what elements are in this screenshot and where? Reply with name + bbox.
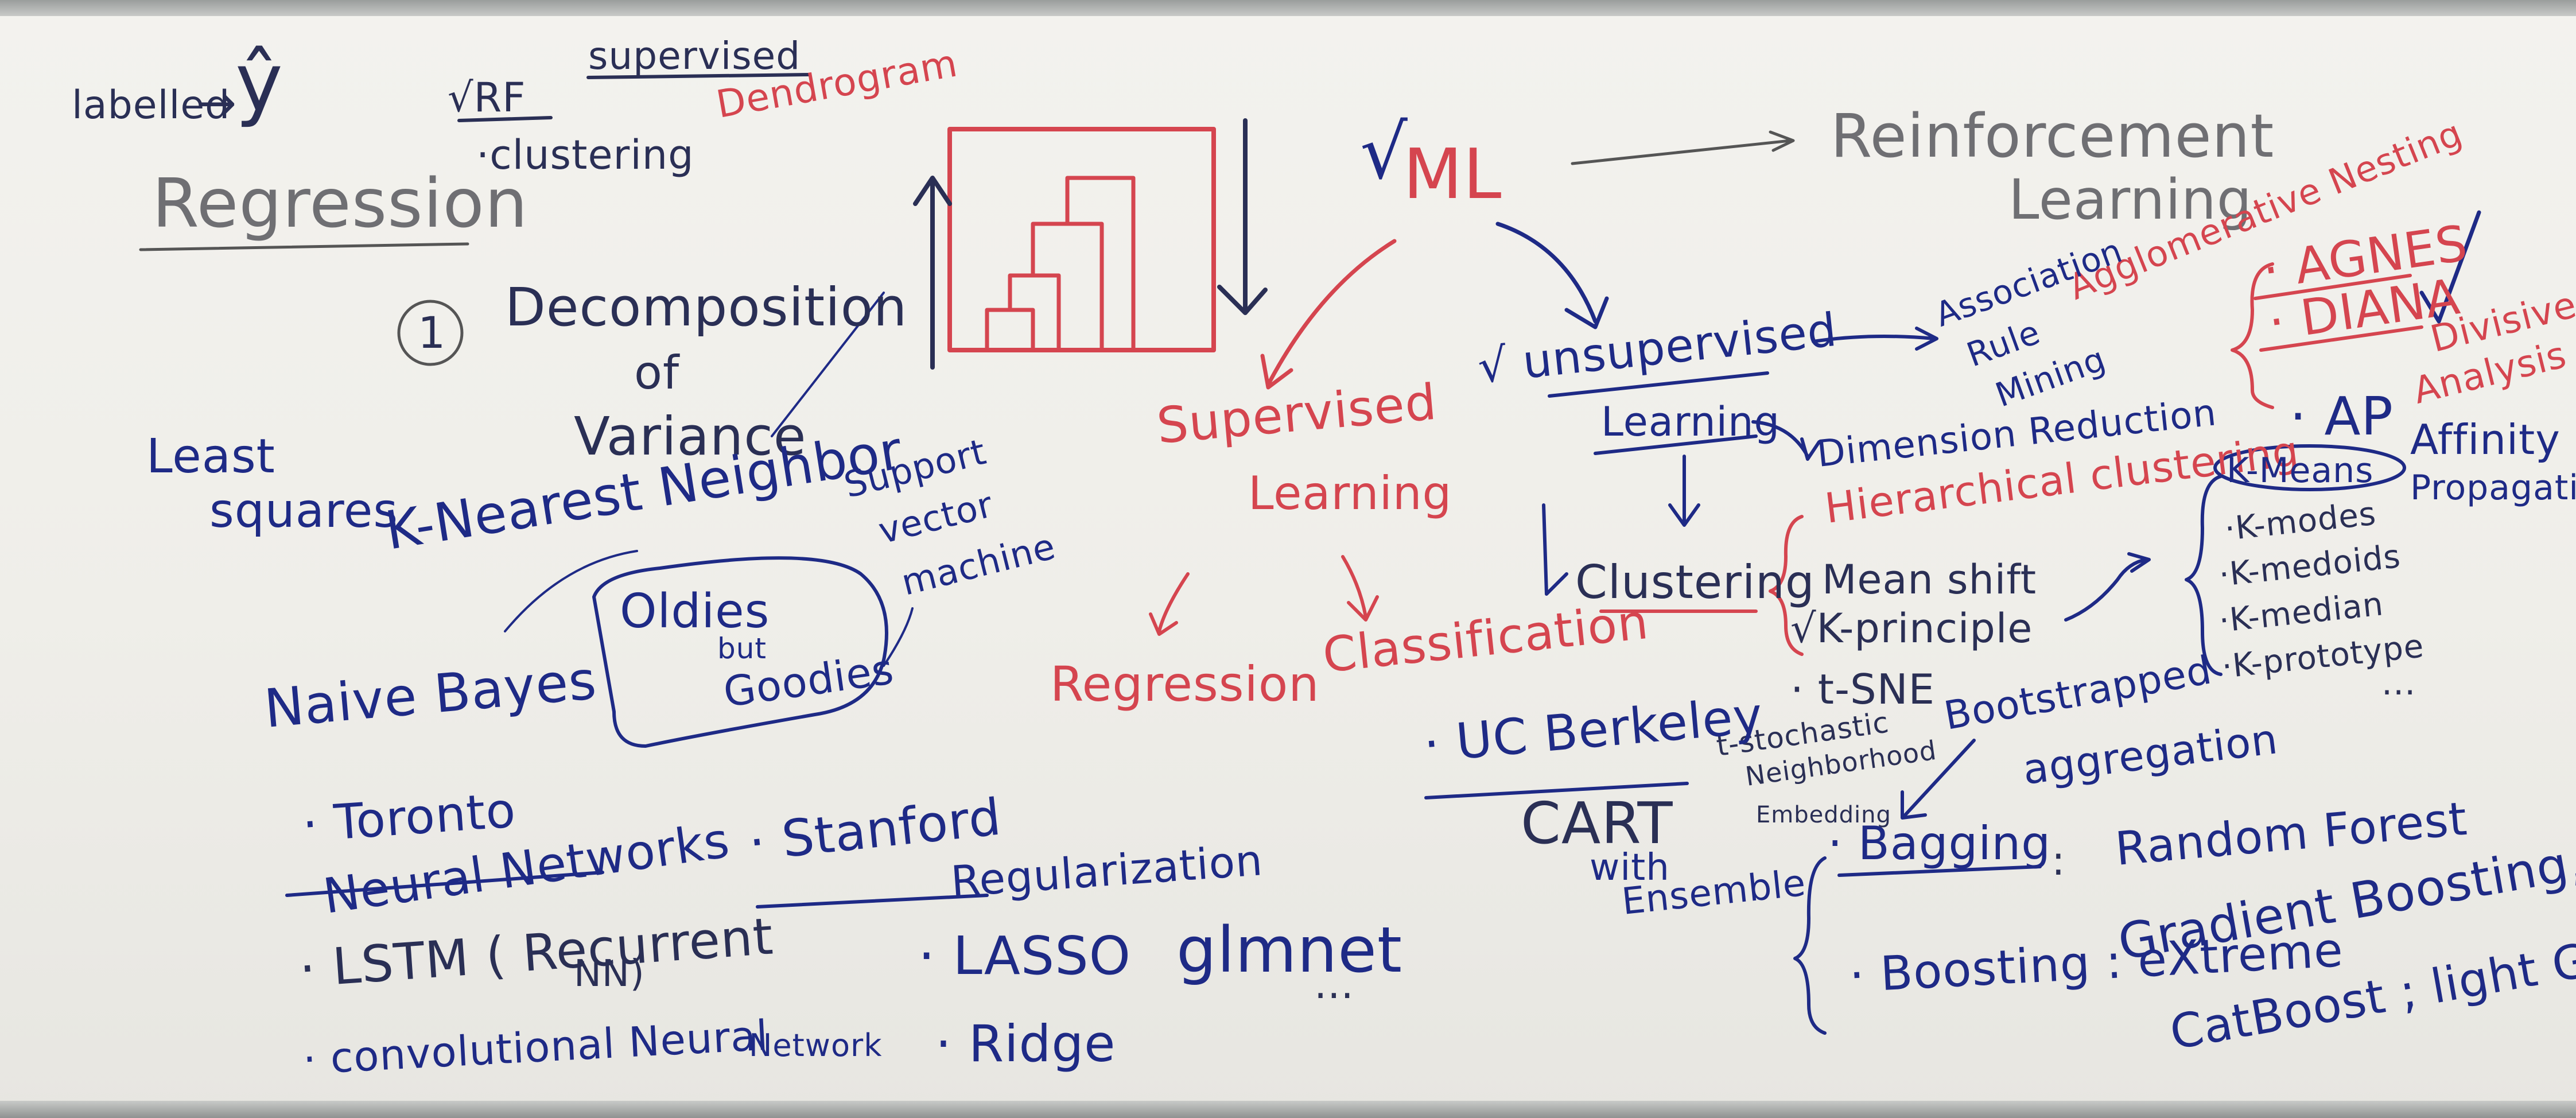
- text-y-hat: ŷ: [235, 36, 283, 130]
- text-bagging-colon: :: [2052, 837, 2066, 884]
- underline-unsupervised: [1548, 371, 1769, 455]
- dendrogram-branches: [985, 176, 1136, 352]
- line-knn-to-box: [504, 550, 914, 667]
- arrow-glyph: →: [198, 76, 238, 130]
- dendrogram-box: [947, 127, 1216, 352]
- slash-variance: [771, 292, 885, 437]
- text-clustering-ellipsis: ...: [2381, 663, 2416, 703]
- kmeans-circle: [2213, 444, 2406, 491]
- text-affinity: Affinity: [2410, 416, 2561, 464]
- text-toronto: · Toronto: [300, 782, 518, 853]
- text-supervised-top: supervised: [588, 34, 801, 78]
- underline-agnes: [2253, 274, 2423, 352]
- text-mean-shift: Mean shift: [1822, 556, 2037, 603]
- text-cart: CART: [1521, 790, 1673, 857]
- text-clustering-small: ·clustering: [476, 131, 694, 178]
- text-rf: √RF: [448, 74, 526, 121]
- text-glmnet: glmnet: [1176, 913, 1403, 987]
- underline-rf: [457, 116, 553, 122]
- text-tsne: · t-SNE: [1790, 665, 1936, 713]
- whiteboard-frame-bottom: [0, 1101, 2576, 1118]
- underline-bagging: [1837, 865, 2042, 877]
- text-ridge: · Ridge: [935, 1014, 1116, 1073]
- text-network: Network: [749, 1027, 883, 1063]
- text-number-1: 1: [418, 307, 446, 358]
- arrow-unsupervised-to-association: [1812, 327, 1938, 351]
- arrow-learning-to-dimension: [1751, 420, 1821, 461]
- text-center-regression: Regression: [1050, 656, 1320, 712]
- check-clustering: [1542, 503, 1568, 596]
- text-bottom-ellipsis: ...: [1314, 961, 1354, 1008]
- brace-ensemble: [1793, 856, 1827, 1035]
- text-nn: NN): [574, 953, 645, 995]
- text-kmeans: K-Means: [2227, 451, 2374, 491]
- text-oldies: Oldies: [620, 584, 770, 639]
- text-labelled: labelled: [72, 83, 231, 128]
- underline-stanford: [756, 894, 989, 909]
- text-propagation: Propagation: [2410, 468, 2576, 508]
- text-of: of: [634, 346, 680, 399]
- text-reinforcement-learning: Learning: [2008, 168, 2252, 232]
- text-reinforcement: Reinforcement: [1831, 101, 2275, 171]
- brace-clustering: [1769, 515, 1804, 656]
- arrow-bootstrapped-to-bagging: [1901, 739, 1976, 820]
- text-check-ml: √: [1360, 108, 1408, 196]
- underline-toronto: [285, 871, 604, 897]
- dendrogram-up-arrow: [913, 176, 952, 370]
- underline-supervised-top: [586, 73, 811, 79]
- underline-regression: [139, 242, 469, 251]
- text-supervised-learning-2: Learning: [1248, 467, 1452, 520]
- text-ml: ML: [1403, 135, 1502, 215]
- arrow-ml-to-unsupervised: [1495, 222, 1609, 329]
- text-tsne-full-3: Embedding: [1756, 802, 1891, 828]
- underline-uc-berkeley: [1424, 782, 1689, 799]
- text-regression-top: Regression: [152, 164, 529, 243]
- text-ap: · AP: [2290, 386, 2394, 447]
- text-decomposition: Decomposition: [505, 277, 908, 338]
- text-but: but: [717, 632, 767, 665]
- brace-agnes: [2231, 262, 2274, 409]
- text-unsupervised-learning: Learning: [1601, 398, 1780, 445]
- arrow-supervised-to-classification: [1341, 555, 1379, 622]
- arrow-ml-to-supervised: [1260, 239, 1397, 390]
- text-variance: Variance: [574, 406, 807, 467]
- text-with: with: [1590, 847, 1670, 889]
- dendrogram-down-arrow: [1217, 118, 1268, 315]
- arrow-kprinciple-to-kmeans: [2064, 552, 2151, 622]
- number-circle: [397, 300, 464, 366]
- arrow-ml-to-reinforcement: [1571, 130, 1795, 165]
- text-squares: squares: [209, 484, 399, 538]
- text-lasso: · LASSO: [918, 925, 1132, 987]
- check-diana: [2419, 210, 2481, 324]
- brace-kmeans: [2185, 475, 2223, 676]
- arrow-supervised-to-regression: [1149, 572, 1190, 636]
- text-bagging: · Bagging: [1828, 817, 2052, 870]
- text-k-principle: √K-principle: [1790, 605, 2033, 652]
- oldies-goodies-box: [592, 556, 888, 748]
- arrow-learning-to-clustering: [1668, 455, 1700, 527]
- whiteboard-frame-top: [0, 0, 2576, 16]
- text-clustering: Clustering: [1575, 556, 1815, 609]
- text-least: Least: [146, 429, 275, 484]
